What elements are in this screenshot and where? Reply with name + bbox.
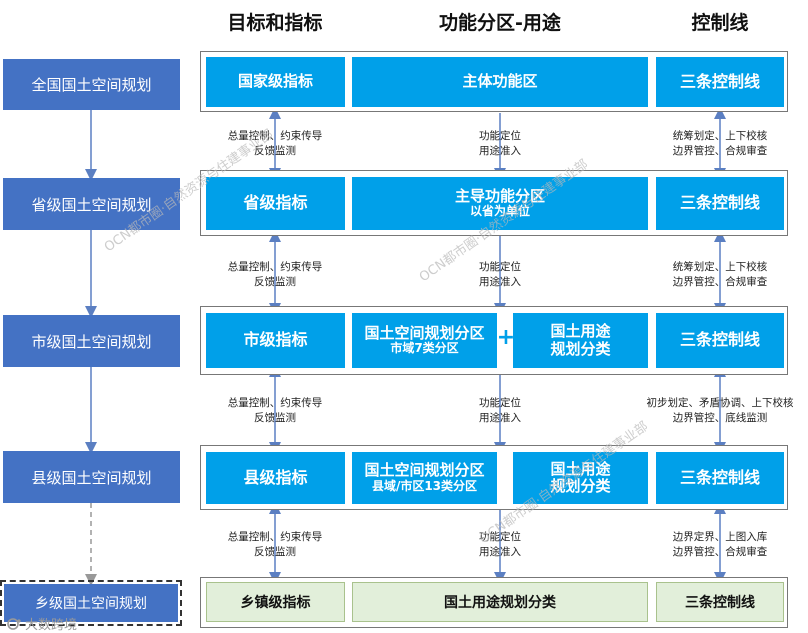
cell-national-function: 主体功能区 [352, 57, 648, 107]
header-control: 控制线 [691, 12, 749, 34]
county-use-line2: 规划分类 [550, 477, 611, 495]
logo-text: 大数跨境 [25, 618, 78, 633]
municipal-zoning-sub: 市域7类分区 [390, 341, 459, 356]
level-provincial: 省级国土空间规划 [3, 178, 180, 230]
note-g1-indicator: 总量控制、约束传导反馈监测 [227, 130, 323, 158]
cell-provincial-control: 三条控制线 [656, 177, 784, 230]
municipal-use-line1: 国土用途 [550, 322, 611, 341]
header-targets: 目标和指标 [227, 12, 323, 34]
level-county: 县级国土空间规划 [3, 451, 180, 503]
level-national: 全国国土空间规划 [3, 59, 180, 110]
municipal-zoning-title: 国土空间规划分区 [364, 323, 485, 342]
cell-township-function: 国土用途规划分类 [352, 582, 648, 622]
note-g3-function: 功能定位用途准入 [479, 397, 521, 425]
note-g2-function: 功能定位用途准入 [479, 261, 521, 289]
note-g1-function: 功能定位用途准入 [479, 130, 521, 158]
cell-county-use: 国土用途 规划分类 [513, 452, 648, 504]
note-g3-indicator: 总量控制、约束传导反馈监测 [227, 397, 323, 425]
brand-logo: 大数跨境 [6, 614, 77, 633]
note-g1-control: 统筹划定、上下校核边界管控、合规审查 [672, 130, 768, 158]
cell-municipal-use: 国土用途 规划分类 [513, 313, 648, 368]
provincial-function-title: 主导功能分区 [454, 186, 545, 205]
level-municipal: 市级国土空间规划 [3, 315, 180, 367]
cell-county-control: 三条控制线 [656, 452, 784, 504]
plus-sign: + [496, 325, 516, 350]
header-functions: 功能分区-用途 [439, 12, 561, 34]
cell-national-indicator: 国家级指标 [206, 57, 345, 107]
municipal-use-line2: 规划分类 [550, 339, 611, 358]
cell-township-control: 三条控制线 [656, 582, 784, 622]
cell-township-indicator: 乡镇级指标 [206, 582, 345, 622]
note-g4-control: 边界定界、上图入库边界管控、合规审查 [672, 531, 768, 559]
cell-provincial-function: 主导功能分区 以省为单位 [352, 177, 648, 230]
cell-county-zoning: 国土空间规划分区 县域/市区13类分区 [352, 452, 497, 504]
cell-municipal-indicator: 市级指标 [206, 313, 345, 368]
note-g2-control: 统筹划定、上下校核边界管控、合规审查 [672, 261, 768, 289]
cell-national-control: 三条控制线 [656, 57, 784, 107]
cell-county-indicator: 县级指标 [206, 452, 345, 504]
logo-icon [7, 617, 21, 630]
cell-municipal-zoning: 国土空间规划分区 市域7类分区 [352, 313, 497, 368]
county-zoning-sub: 县域/市区13类分区 [371, 478, 478, 493]
note-g3-control: 初步划定、矛盾协调、上下校核边界管控、底线监测 [646, 397, 794, 425]
county-zoning-title: 国土空间规划分区 [364, 461, 485, 480]
cell-municipal-control: 三条控制线 [656, 313, 784, 368]
cell-provincial-indicator: 省级指标 [206, 177, 345, 230]
note-g2-indicator: 总量控制、约束传导反馈监测 [227, 261, 323, 289]
level-township: 乡级国土空间规划 [0, 580, 182, 626]
note-g4-indicator: 总量控制、约束传导反馈监测 [227, 531, 323, 559]
county-use-line1: 国土用途 [550, 459, 611, 478]
provincial-function-sub: 以省为单位 [469, 204, 530, 219]
note-g4-function: 功能定位用途准入 [479, 531, 521, 559]
